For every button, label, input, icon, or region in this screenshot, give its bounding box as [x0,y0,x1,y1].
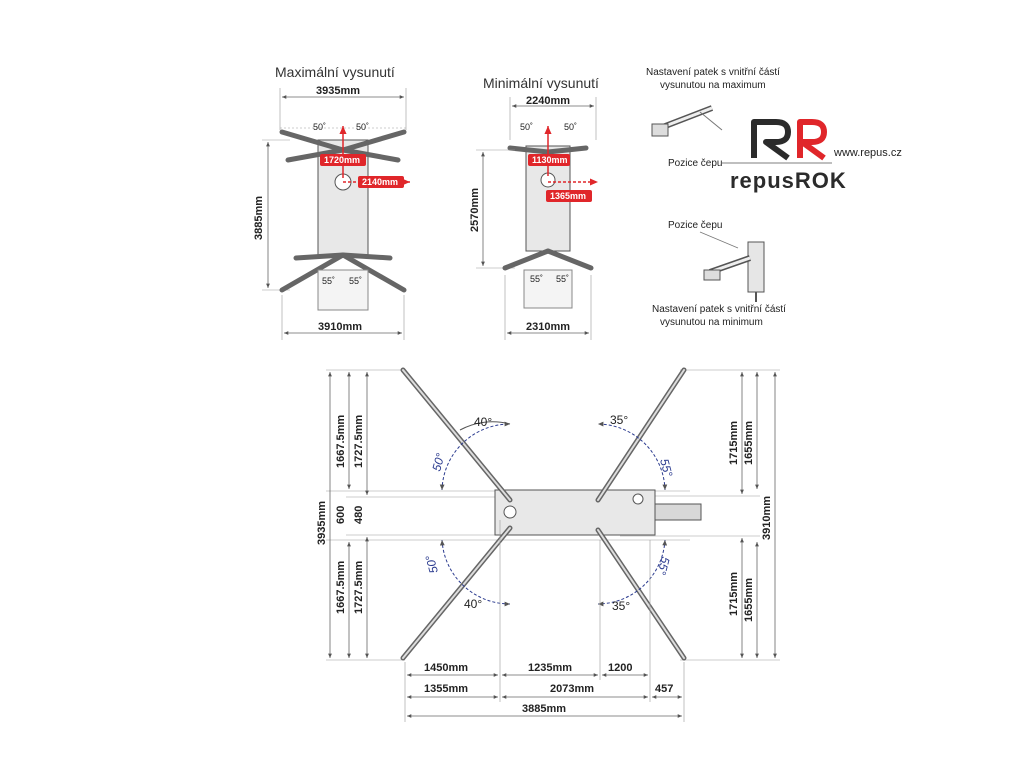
plan-angle-tr-35: 35° [610,413,628,427]
min-tag-mid-bg [546,190,592,202]
min-angle-bot-right: 55˚ [556,274,569,284]
min-bottom-width: 2310mm [526,321,570,333]
max-tag-mid-bg [358,176,404,188]
plan-bottom-total: 3885mm [522,703,566,715]
min-angle-bot-left: 55˚ [530,274,543,284]
note-top-line2: vysunutou na maximum [660,80,766,91]
plan-left-dn-b: 1727.5mm [353,561,365,614]
note-pin-2: Pozice čepu [668,220,722,231]
plan-right-outer: 3910mm [761,496,773,540]
note-pin-1: Pozice čepu [668,158,722,169]
plan-lift-body [494,489,656,536]
foot-max-sketch [651,105,723,137]
plan-left-outer: 3935mm [316,501,328,545]
max-tag-top: 1720mm [324,155,360,165]
plan-angle-br-55: 55° [654,555,672,576]
plan-right-dn-b: 1655mm [743,578,755,622]
min-title: Minimální vysunutí [483,75,599,91]
plan-bottom-2-2: 457 [655,683,673,695]
foot-notes: Nastavení patek s vnitřní částí vysunuto… [646,67,832,328]
plan-bottom-2-0: 1355mm [424,683,468,695]
plan-left-up-b: 1727.5mm [353,415,365,468]
min-tag-top-bg [528,154,570,166]
max-title: Maximální vysunutí [275,64,395,80]
plan-left-600: 600 [335,506,347,524]
plan-left-480: 480 [353,506,365,524]
plan-angle-tr-55: 55° [657,457,675,478]
max-tag-mid: 2140mm [362,177,398,187]
plan-bottom-1-2: 1200 [608,662,632,674]
foot-min-sketch [703,241,765,302]
plan-left-dn-a: 1667.5mm [335,561,347,614]
plan-angle-bl-40: 40° [464,597,482,611]
min-height: 2570mm [469,188,481,232]
max-top-width: 3935mm [316,85,360,97]
brand-logo: repusROK www.repus.cz [730,119,902,193]
plan-bottom-1-1: 1235mm [528,662,572,674]
min-extension-view: Minimální vysunutí 2240mm 50˚ 50˚ 1130mm… [469,75,599,340]
plan-angle-br-35: 35° [612,599,630,613]
max-tag-top-bg [320,154,366,166]
min-tag-mid: 1365mm [550,191,586,201]
max-angle-bot-left: 55˚ [322,276,335,286]
plan-view: 40° 50° 35° 55° 50° 40° 55° 35° 3935mm 1… [316,367,780,722]
max-angle-left: 50˚ [313,122,326,132]
max-angle-bot-right: 55˚ [349,276,362,286]
repus-logo-icon [751,119,827,161]
brand-name: repusROK [730,168,847,193]
min-top-width: 2240mm [526,95,570,107]
max-extension-view: Maximální vysunutí 3935mm 50˚ 50˚ 1720mm… [253,64,410,340]
note-top-line1: Nastavení patek s vnitřní částí [646,67,780,78]
note-bottom-line1: Nastavení patek s vnitřní částí [652,304,786,315]
plan-angle-bl-50: 50° [423,554,441,575]
min-angle-right: 50˚ [564,122,577,132]
plan-bottom-2-1: 2073mm [550,683,594,695]
max-bottom-width: 3910mm [318,321,362,333]
plan-right-up-b: 1655mm [743,421,755,465]
max-angle-right: 50˚ [356,122,369,132]
min-angle-left: 50˚ [520,122,533,132]
plan-bottom-1-0: 1450mm [424,662,468,674]
plan-right-dn-a: 1715mm [728,572,740,616]
plan-angle-tl-40: 40° [474,415,492,429]
plan-right-up-a: 1715mm [728,421,740,465]
note-bottom-line2: vysunutou na minimum [660,317,763,328]
min-tag-top: 1130mm [532,155,568,165]
plan-angle-tl-50: 50° [429,451,447,472]
max-height: 3885mm [253,196,265,240]
brand-url: www.repus.cz [833,147,902,159]
plan-left-up-a: 1667.5mm [335,415,347,468]
